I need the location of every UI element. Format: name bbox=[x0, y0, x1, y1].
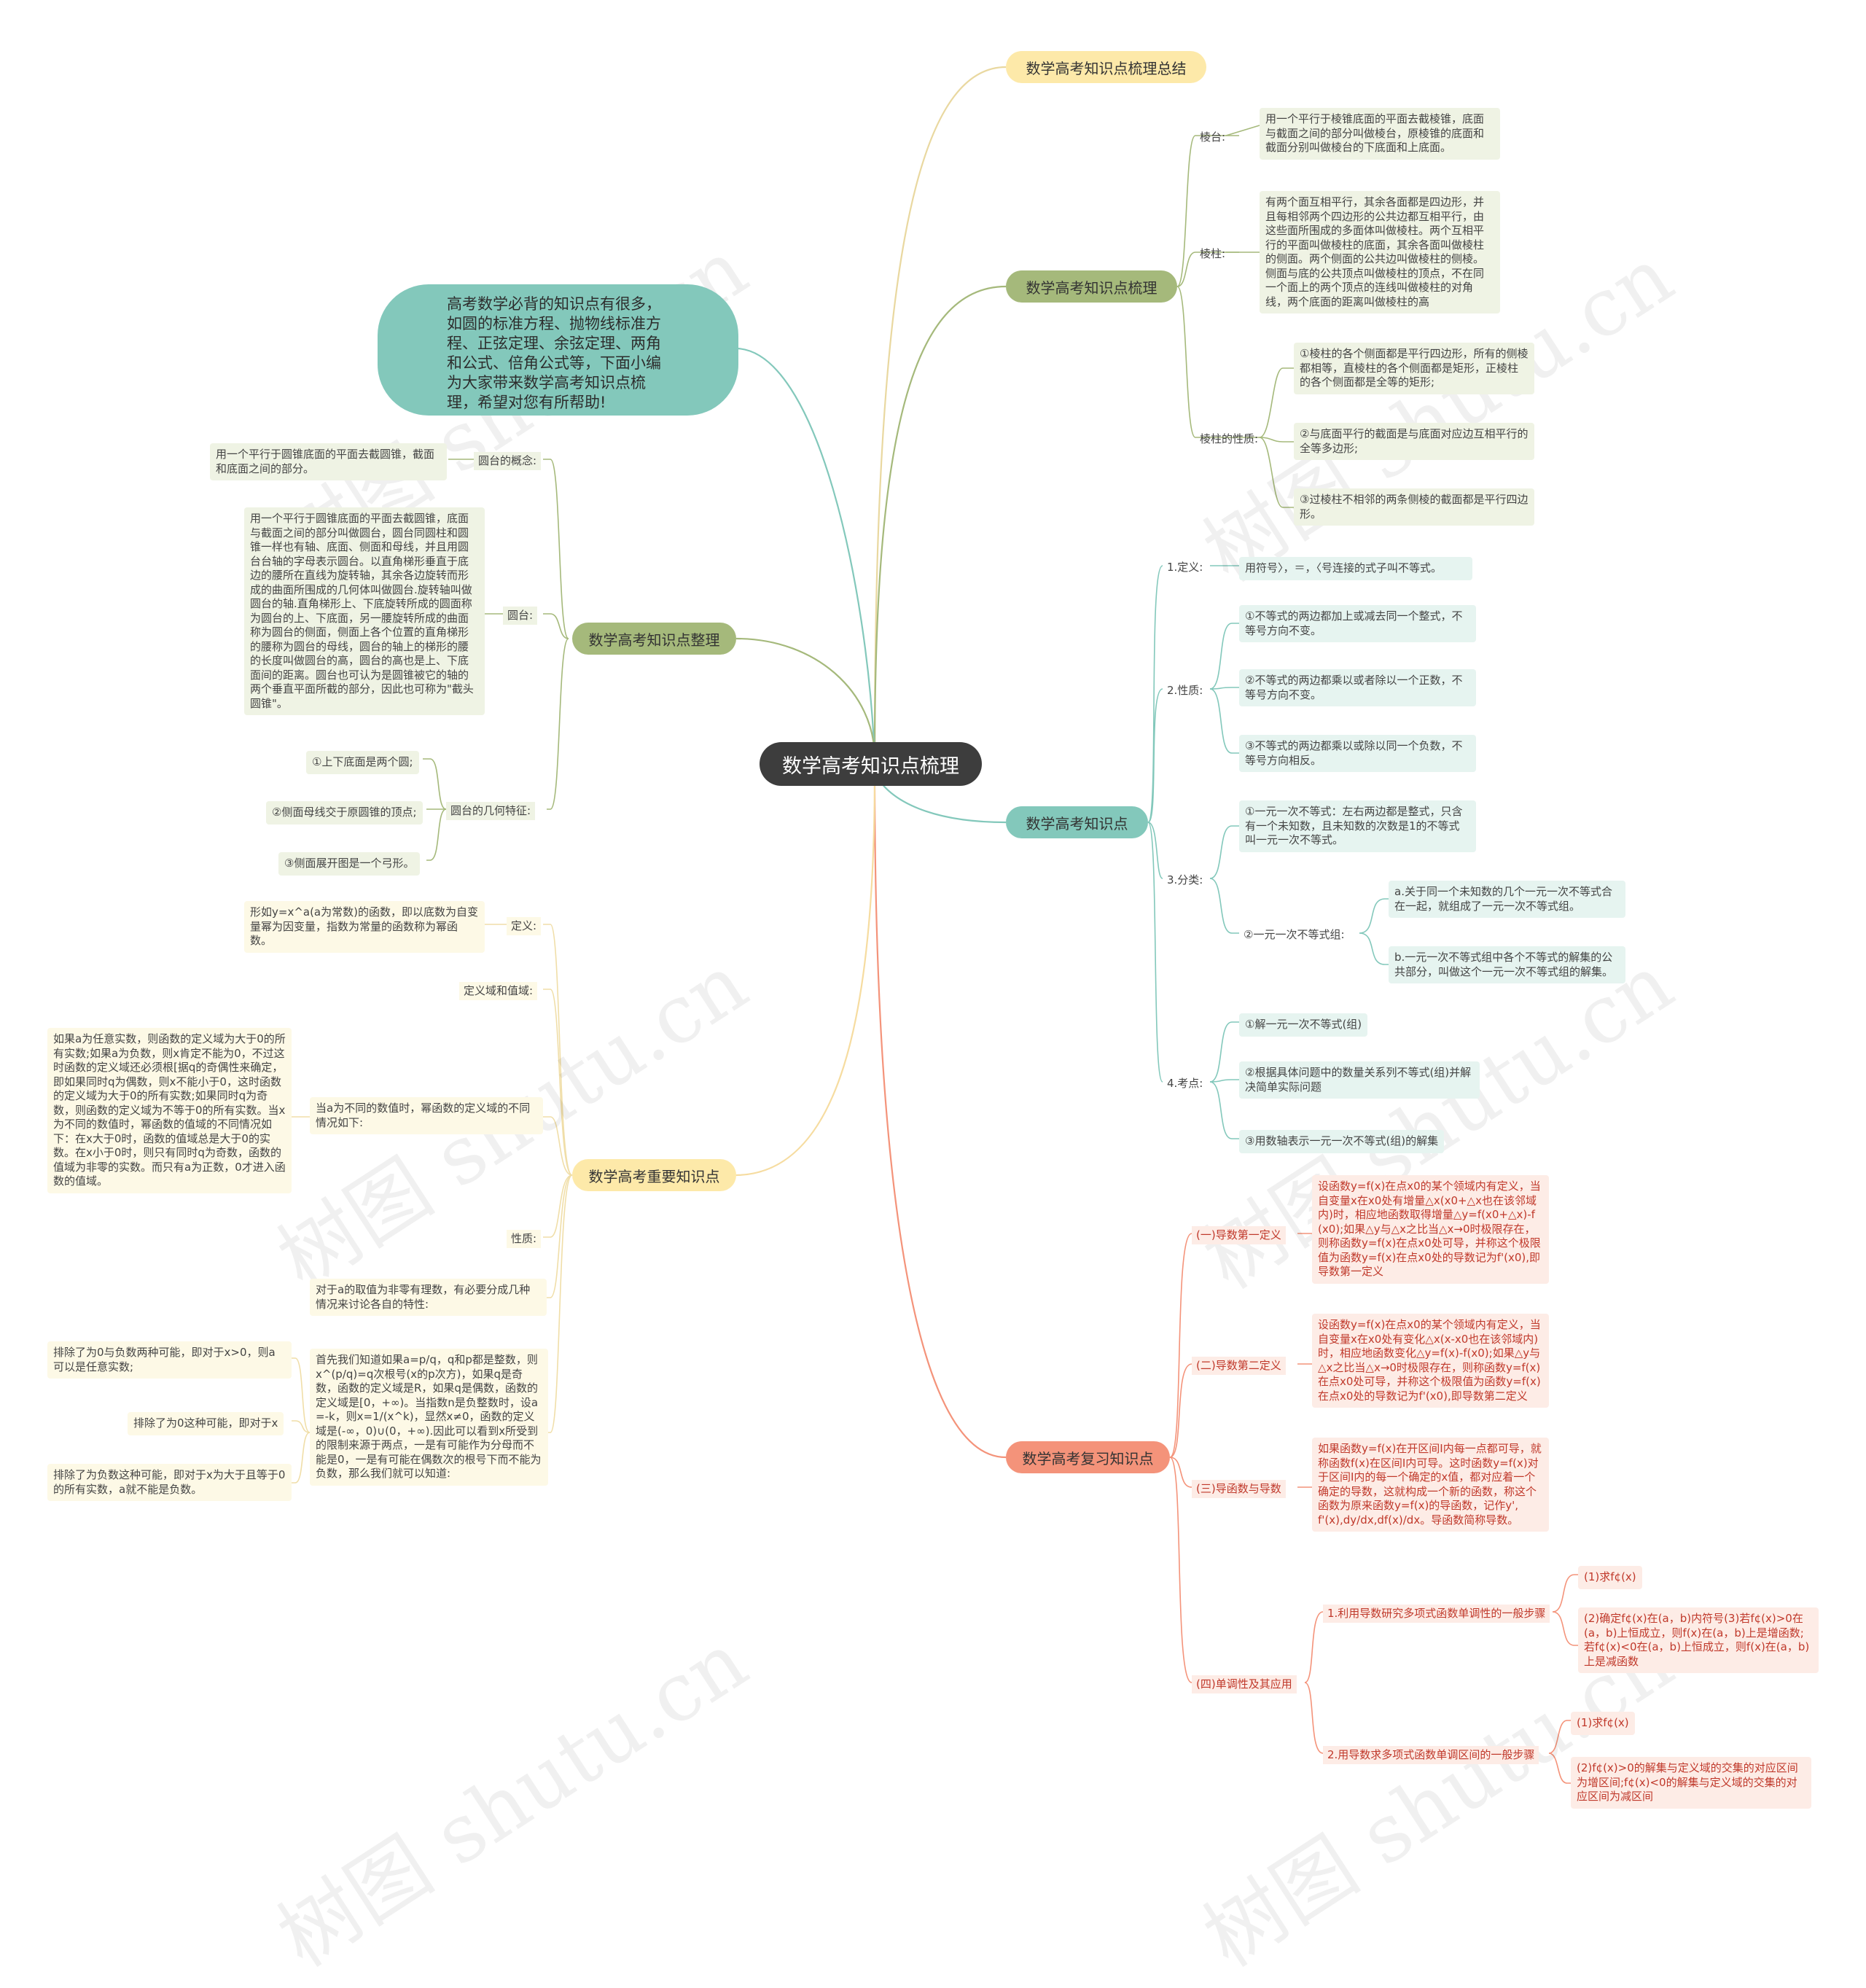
ineq-class-2-label[interactable]: ②一元一次不等式组: bbox=[1244, 928, 1345, 941]
review-d4-label[interactable]: (四)单调性及其应用 bbox=[1192, 1675, 1297, 1693]
branch-inequality[interactable]: 数学高考知识点 bbox=[1006, 806, 1148, 838]
branch-important[interactable]: 数学高考重要知识点 bbox=[572, 1159, 736, 1191]
frustum-label[interactable]: 棱台: bbox=[1200, 130, 1226, 144]
prism-prop-2[interactable]: ②与底面平行的截面是与底面对应边互相平行的全等多边形; bbox=[1294, 423, 1534, 460]
prism-prop-1[interactable]: ①棱柱的各个侧面都是平行四边形，所有的侧棱都相等，直棱柱的各个侧面都是矩形，正棱… bbox=[1294, 343, 1534, 394]
power-rational-text[interactable]: 对于a的取值为非零有理数，有必要分成几种情况来讨论各自的特性: bbox=[310, 1279, 547, 1316]
review-d1-text[interactable]: 设函数y=f(x)在点x0的某个领域内有定义，当自变量x在x0处有增量△x(x0… bbox=[1312, 1175, 1549, 1284]
root-node[interactable]: 数学高考知识点梳理 bbox=[760, 742, 982, 786]
ineq-class-2a[interactable]: a.关于同一个未知数的几个一元一次不等式合在一起，就组成了一元一次不等式组。 bbox=[1389, 881, 1625, 918]
ineq-class-1[interactable]: ①一元一次不等式：左右两边都是整式，只含有一个未知数，且未知数的次数是1的不等式… bbox=[1239, 800, 1476, 852]
intro-node[interactable]: 高考数学必背的知识点有很多，如圆的标准方程、抛物线标准方程、正弦定理、余弦定理、… bbox=[378, 284, 738, 416]
review-d2-text[interactable]: 设函数y=f(x)在点x0的某个领域内有定义，当自变量x在x0处有变化△x(x-… bbox=[1312, 1314, 1549, 1408]
cone-frustum-geo-2[interactable]: ②侧面母线交于原圆锥的顶点; bbox=[266, 801, 423, 825]
review-d1-label[interactable]: (一)导数第一定义 bbox=[1192, 1226, 1286, 1244]
prism-text[interactable]: 有两个面互相平行，其余各面都是四边形，并且每相邻两个四边形的公共边都互相平行，由… bbox=[1260, 191, 1500, 313]
branch-summary[interactable]: 数学高考知识点梳理总结 bbox=[1006, 51, 1206, 83]
power-diff-text[interactable]: 如果a为任意实数，则函数的定义域为大于0的所有实数;如果a为负数，则x肯定不能为… bbox=[47, 1028, 292, 1193]
ineq-nature-label[interactable]: 2.性质: bbox=[1167, 684, 1203, 697]
power-excl-3[interactable]: 排除了为负数这种可能，即对于x为大于且等于0的所有实数，a就不能是负数。 bbox=[47, 1464, 292, 1501]
power-diff-label[interactable]: 当a为不同的数值时，幂函数的定义域的不同情况如下: bbox=[310, 1097, 543, 1134]
cone-frustum-geo-3[interactable]: ③侧面展开图是一个弓形。 bbox=[278, 852, 421, 876]
cone-frustum-concept-label[interactable]: 圆台的概念: bbox=[474, 452, 542, 470]
ineq-nature-2[interactable]: ②不等式的两边都乘以或者除以一个正数，不等号方向不变。 bbox=[1239, 669, 1476, 706]
review-d3-text[interactable]: 如果函数y=f(x)在开区间I内每一点都可导，就称函数f(x)在区间I内可导。这… bbox=[1312, 1438, 1549, 1532]
power-excl-2[interactable]: 排除了为0这种可能，即对于x bbox=[128, 1412, 284, 1435]
ineq-nature-3[interactable]: ③不等式的两边都乘以或除以同一个负数，不等号方向相反。 bbox=[1239, 735, 1476, 772]
ineq-exam-2[interactable]: ②根据具体问题中的数量关系列不等式(组)并解决简单实际问题 bbox=[1239, 1061, 1480, 1099]
connector-lines bbox=[292, 66, 1578, 1784]
power-first-text[interactable]: 首先我们知道如果a=p/q，q和p都是整数，则x^(p/q)=q次根号(x的p次… bbox=[310, 1349, 548, 1486]
ineq-exam-3[interactable]: ③用数轴表示一元一次不等式(组)的解集 bbox=[1239, 1130, 1445, 1153]
branch-sorting[interactable]: 数学高考知识点梳理 bbox=[1006, 270, 1177, 303]
cone-frustum-geo-1[interactable]: ①上下底面是两个圆; bbox=[306, 751, 419, 774]
cone-frustum-geo-label[interactable]: 圆台的几何特征: bbox=[446, 802, 536, 820]
cone-frustum-label[interactable]: 圆台: bbox=[503, 607, 538, 625]
power-domain-label[interactable]: 定义域和值域: bbox=[459, 982, 538, 1000]
frustum-text[interactable]: 用一个平行于棱锥底面的平面去截棱锥，底面与截面之间的部分叫做棱台，原棱锥的底面和… bbox=[1260, 108, 1500, 160]
review-step2-item-2[interactable]: (2)f¢(x)>0的解集与定义域的交集的对应区间为增区间;f¢(x)<0的解集… bbox=[1571, 1757, 1811, 1809]
ineq-exam-label[interactable]: 4.考点: bbox=[1167, 1077, 1203, 1090]
branch-organize[interactable]: 数学高考知识点整理 bbox=[572, 623, 736, 655]
power-prop-label[interactable]: 性质: bbox=[507, 1230, 542, 1248]
prism-label[interactable]: 棱柱: bbox=[1200, 247, 1226, 260]
ineq-nature-1[interactable]: ①不等式的两边都加上或减去同一个整式，不等号方向不变。 bbox=[1239, 605, 1476, 642]
review-d2-label[interactable]: (二)导数第二定义 bbox=[1192, 1357, 1286, 1375]
ineq-exam-1[interactable]: ①解一元一次不等式(组) bbox=[1239, 1013, 1368, 1037]
review-step1-item-2[interactable]: (2)确定f¢(x)在(a，b)内符号(3)若f¢(x)>0在(a，b)上恒成立… bbox=[1578, 1607, 1819, 1673]
power-def-text[interactable]: 形如y=x^a(a为常数)的函数，即以底数为自变量幂为因变量，指数为常量的函数称… bbox=[244, 901, 485, 953]
ineq-class-label[interactable]: 3.分类: bbox=[1167, 873, 1203, 886]
ineq-def-label[interactable]: 1.定义: bbox=[1167, 561, 1203, 574]
cone-frustum-text[interactable]: 用一个平行于圆锥底面的平面去截圆锥，底面与截面之间的部分叫做圆台，圆台同圆柱和圆… bbox=[244, 507, 485, 715]
power-excl-1[interactable]: 排除了为0与负数两种可能，即对于x>0，则a可以是任意实数; bbox=[47, 1341, 292, 1379]
review-step2-label[interactable]: 2.用导数求多项式函数单调区间的一般步骤 bbox=[1323, 1746, 1539, 1764]
review-d3-label[interactable]: (三)导函数与导数 bbox=[1192, 1480, 1286, 1498]
prism-prop-3[interactable]: ③过棱柱不相邻的两条侧棱的截面都是平行四边形。 bbox=[1294, 488, 1534, 526]
review-step2-item-1[interactable]: (1)求f¢(x) bbox=[1571, 1712, 1635, 1735]
power-def-label[interactable]: 定义: bbox=[507, 917, 542, 935]
review-step1-label[interactable]: 1.利用导数研究多项式函数单调性的一般步骤 bbox=[1323, 1605, 1550, 1623]
branch-review[interactable]: 数学高考复习知识点 bbox=[1006, 1441, 1170, 1473]
ineq-class-2b[interactable]: b.一元一次不等式组中各个不等式的解集的公共部分，叫做这个一元一次不等式组的解集… bbox=[1389, 946, 1625, 983]
prism-props-label[interactable]: 棱柱的性质: bbox=[1200, 432, 1259, 445]
cone-frustum-concept-text[interactable]: 用一个平行于圆锥底面的平面去截圆锥，截面和底面之间的部分。 bbox=[210, 443, 447, 480]
ineq-def-text[interactable]: 用符号〉，＝，〈号连接的式子叫不等式。 bbox=[1239, 557, 1472, 580]
review-step1-item-1[interactable]: (1)求f¢(x) bbox=[1578, 1566, 1642, 1589]
